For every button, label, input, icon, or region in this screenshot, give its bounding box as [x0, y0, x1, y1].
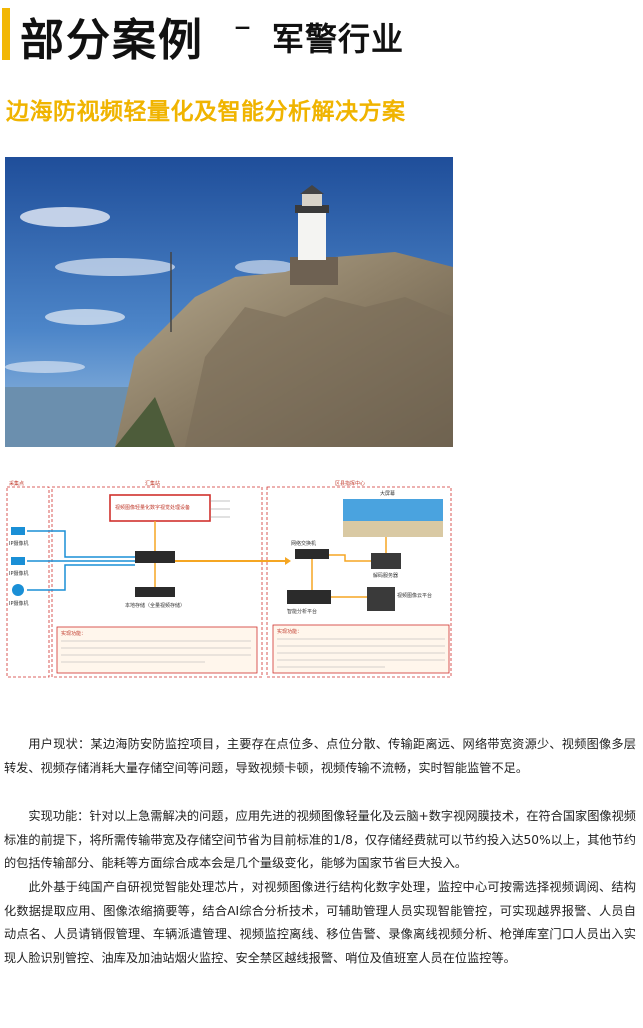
svg-text:解码服务器: 解码服务器 [373, 572, 398, 579]
header-accent-bar [2, 8, 10, 60]
decode-server [371, 553, 401, 569]
svg-text:IP摄像机: IP摄像机 [9, 540, 29, 547]
dome-camera-icon [12, 584, 24, 596]
svg-text:本地存储（全量视频存储）: 本地存储（全量视频存储） [125, 602, 185, 609]
svg-text:实现功能：: 实现功能： [61, 630, 86, 637]
svg-text:实现功能：: 实现功能： [277, 628, 302, 635]
network-switch [295, 549, 329, 559]
svg-text:IP摄像机: IP摄像机 [9, 600, 29, 607]
svg-text:智能分析平台: 智能分析平台 [287, 608, 317, 615]
page-title: 部分案例 [20, 15, 204, 66]
paragraph-user-status: 用户现状：某边海防安防监控项目，主要存在点位多、点位分散、传输距离远、网络带宽资… [4, 737, 636, 775]
diagram-right-label: 区县指挥中心 [335, 480, 365, 487]
diagram-left-label: 采集点 [9, 480, 24, 487]
paragraph-functions: 实现功能：针对以上急需解决的问题，应用先进的视频图像轻量化及云脑+数字视网膜技术… [4, 809, 636, 870]
svg-text:IP摄像机: IP摄像机 [9, 570, 29, 577]
section-title: 边海防视频轻量化及智能分析解决方案 [6, 99, 406, 125]
processing-device-label: 视频图像轻量化数字视觉处理设备 [115, 504, 190, 511]
encoder-device [135, 551, 175, 563]
camera-icon [11, 527, 25, 535]
smart-analysis-device [287, 590, 331, 604]
svg-text:网络交换机: 网络交换机 [291, 540, 316, 547]
local-storage-device [135, 587, 175, 597]
lighthouse-photo [5, 157, 453, 447]
svg-text:大屏幕: 大屏幕 [380, 490, 395, 497]
page-subtitle: 军警行业 [272, 20, 405, 58]
svg-text:视频图像云平台: 视频图像云平台 [397, 592, 432, 599]
architecture-diagram: 采集点 汇集站 区县指挥中心 IP摄像机 IP摄像机 IP摄像机 视频图像轻量化… [5, 475, 453, 680]
camera-icon [11, 557, 25, 565]
cloud-server [367, 587, 395, 611]
diagram-middle-label: 汇集站 [145, 480, 160, 487]
title-separator: – [234, 6, 251, 46]
paragraph-ai-features: 此外基于纯国产自研视觉智能处理芯片，对视频图像进行结构化数字处理，监控中心可按需… [4, 880, 636, 965]
